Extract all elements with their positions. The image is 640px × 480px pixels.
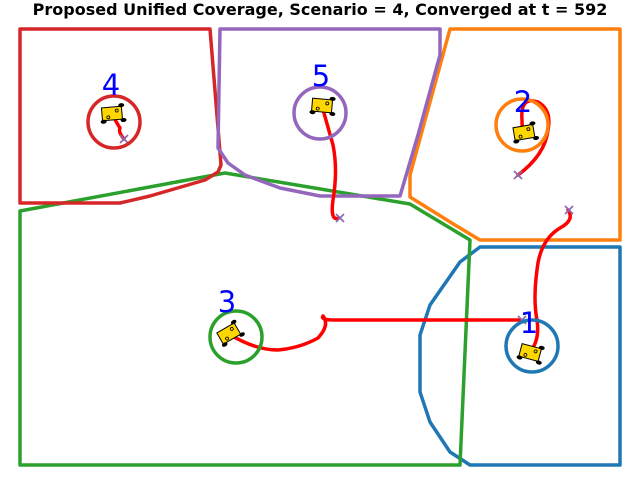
coverage-regions (18, 27, 622, 467)
trajectory-3 (227, 314, 522, 352)
robot-car-icon (516, 343, 545, 365)
agent-label-4: 4 (102, 68, 120, 102)
agent-label-1: 1 (520, 306, 538, 340)
agent-label-5: 5 (312, 59, 330, 93)
start-x-icon (119, 134, 129, 144)
start-x-icon (513, 170, 523, 180)
start-x-icon (335, 213, 345, 223)
region-3 (18, 171, 472, 467)
sensing-circle-4 (86, 94, 142, 150)
sensing-circle-5 (292, 85, 348, 141)
robot-car-icon (512, 121, 540, 144)
region-2 (408, 27, 622, 242)
diagram-title: Proposed Unified Coverage, Scenario = 4,… (33, 0, 608, 19)
start-x-icon (564, 205, 574, 215)
agents: 1 2 3 4 5 (86, 59, 560, 374)
agent-label-2: 2 (514, 85, 532, 119)
trajectories (110, 99, 574, 354)
trajectory-1 (528, 208, 572, 354)
sensing-circle-1 (504, 318, 560, 374)
region-5 (216, 27, 442, 198)
robot-car-icon (216, 319, 245, 347)
robot-car-icon (100, 103, 127, 124)
robot-car-icon (309, 96, 336, 116)
region-4 (18, 27, 223, 205)
region-1 (418, 245, 622, 467)
trajectory-2 (516, 99, 551, 177)
trajectory-5 (320, 104, 341, 221)
sensing-circle-3 (208, 309, 264, 365)
sensing-circle-2 (494, 97, 550, 153)
agent-label-3: 3 (218, 285, 236, 319)
